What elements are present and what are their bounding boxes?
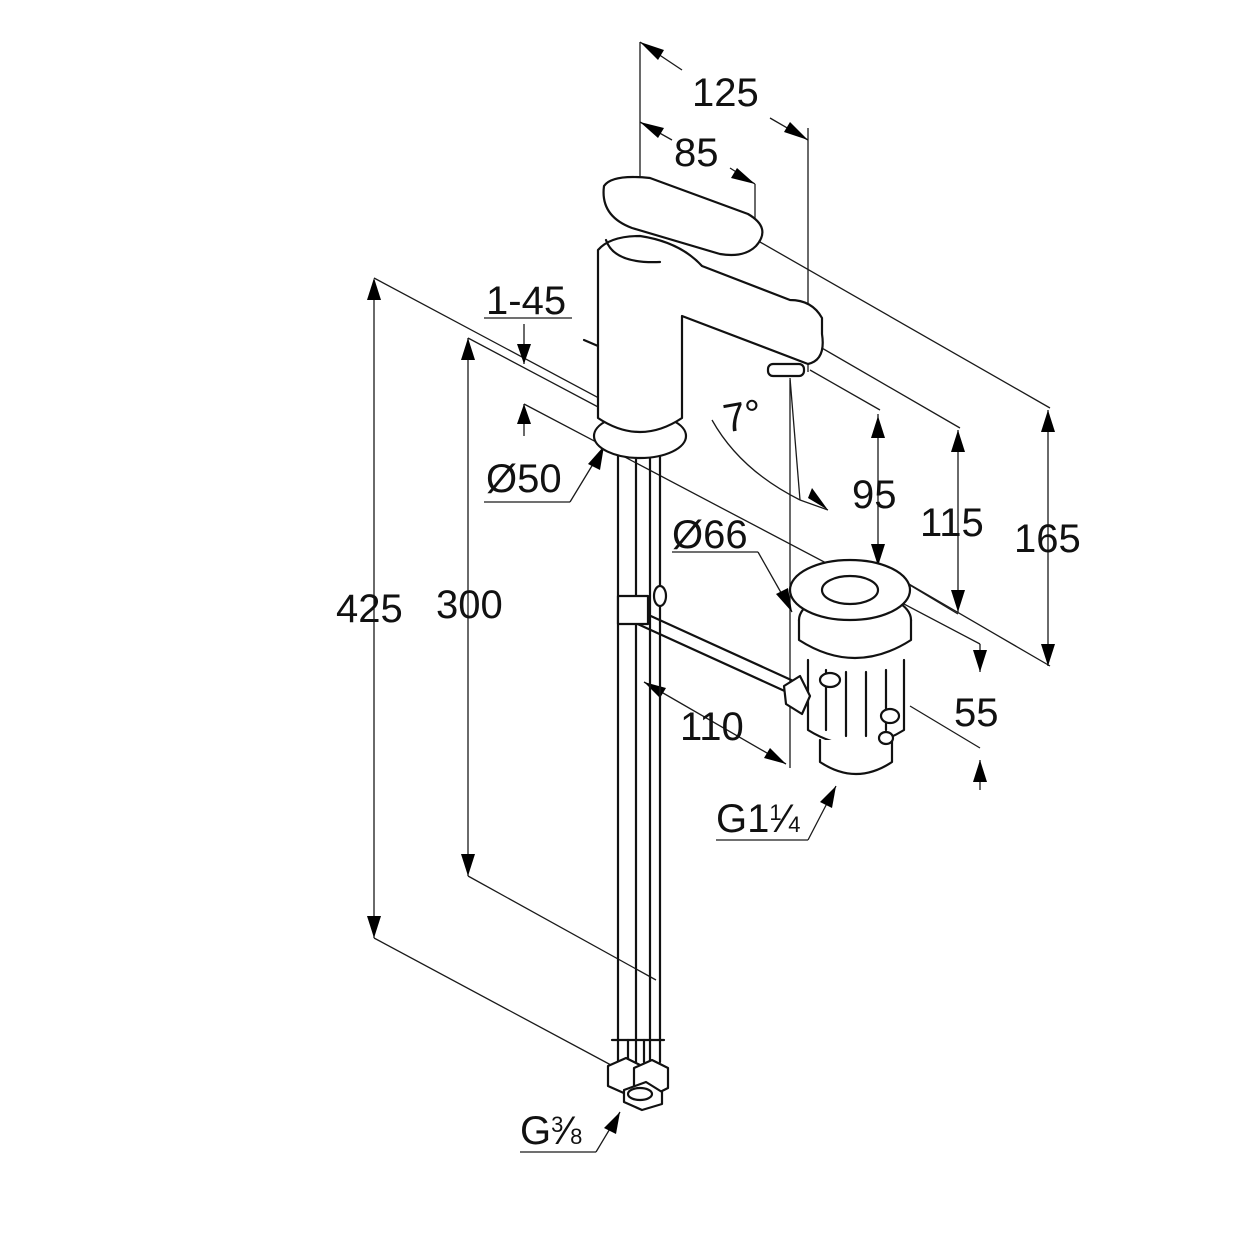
basin-mixer-tap	[582, 175, 824, 1112]
tap-body	[596, 234, 824, 434]
dim-425-label: 425	[336, 587, 403, 631]
dim-diameter-66-label: Ø66	[672, 513, 748, 557]
thread-supply-numerator: 3	[551, 1112, 563, 1137]
thread-waste-label: G11⁄4	[716, 797, 801, 841]
dim-115-label: 115	[920, 501, 984, 545]
dim-angle-7-label: 7°	[720, 392, 765, 442]
hose-connectors	[606, 1056, 670, 1112]
thread-supply-denominator: 8	[570, 1124, 582, 1149]
dimension-labels: 125 85 1-45 Ø50 425 300 7° 95 115 165 Ø6…	[336, 71, 1081, 1153]
dim-110-label: 110	[680, 705, 744, 749]
thread-waste-main: G1	[716, 797, 769, 841]
thread-waste-numerator: 1	[769, 800, 781, 825]
dim-300-label: 300	[436, 583, 503, 627]
thread-waste-denominator: 4	[788, 812, 800, 837]
lever-handle	[602, 175, 764, 257]
thread-supply-label: G3⁄8	[520, 1109, 582, 1153]
dim-125-label: 125	[692, 71, 759, 115]
arrowheads	[367, 42, 1055, 1134]
spout-aerator	[766, 362, 806, 378]
supply-hoses	[610, 454, 666, 1064]
pop-up-waste	[782, 558, 913, 776]
dim-95-label: 95	[852, 473, 897, 517]
dim-85-label: 85	[674, 131, 719, 175]
dim-1-45-label: 1-45	[486, 279, 566, 323]
dim-diameter-50-label: Ø50	[486, 457, 562, 501]
dim-165-label: 165	[1014, 517, 1081, 561]
dim-55-label: 55	[954, 691, 999, 735]
thread-supply-main: G	[520, 1109, 551, 1153]
pull-rod	[616, 584, 802, 700]
